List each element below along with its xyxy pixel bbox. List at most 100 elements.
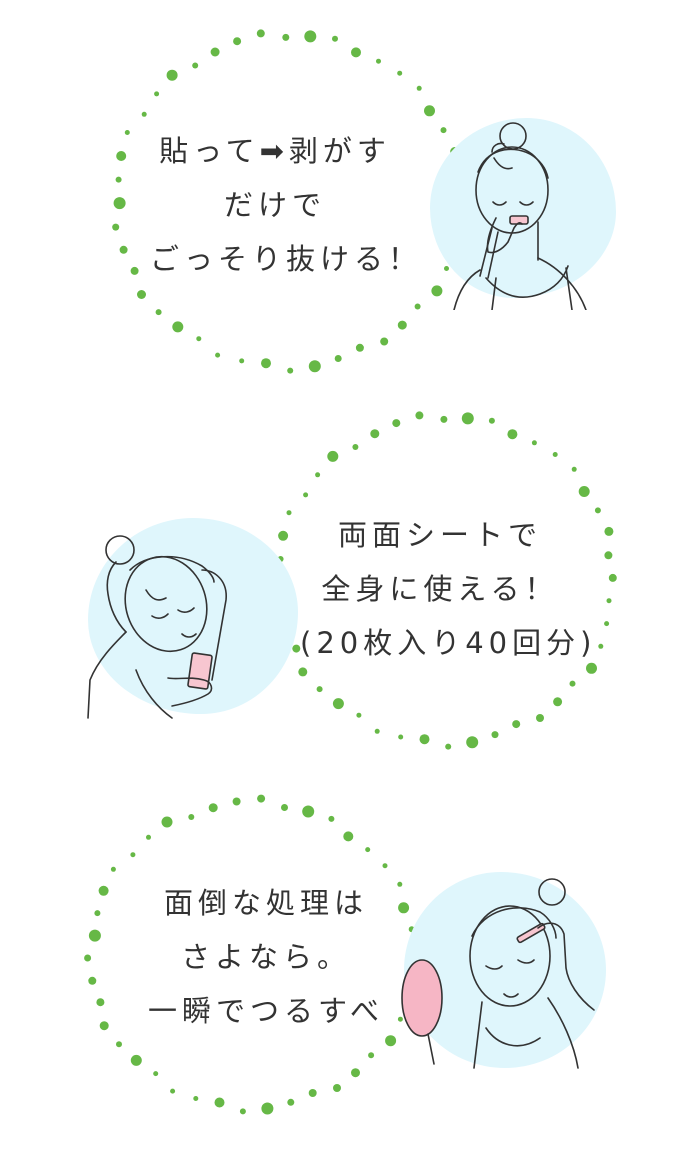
decorative-dot — [257, 794, 266, 803]
decorative-dot — [96, 998, 105, 1007]
decorative-dot — [332, 698, 344, 710]
decorative-dot — [569, 680, 576, 687]
feature-line: さよなら。 — [180, 940, 351, 974]
feature-line: 面倒な処理は — [163, 886, 368, 920]
decorative-dot — [431, 285, 443, 297]
decorative-dot — [239, 1108, 246, 1115]
decorative-dot — [84, 954, 92, 962]
decorative-dot — [119, 245, 128, 254]
decorative-dot — [208, 803, 218, 813]
decorative-dot — [552, 452, 558, 457]
decorative-dot — [419, 734, 430, 745]
decorative-dot — [153, 1071, 159, 1077]
decorative-dot — [332, 35, 338, 42]
feature-line: だけで — [223, 188, 326, 222]
decorative-dot — [370, 429, 380, 439]
decorative-dot — [351, 1068, 360, 1078]
decorative-dot — [88, 976, 97, 985]
feature-text-3: 面倒な処理は さよなら。 一瞬でつるすべ — [136, 876, 396, 1038]
decorative-dot — [298, 667, 308, 677]
feature-text-2: 両面シートで 全身に使える！ (20枚入り40回分) — [300, 508, 597, 670]
decorative-dot — [116, 151, 127, 161]
decorative-dot — [287, 1098, 295, 1106]
decorative-dot — [154, 91, 160, 97]
decorative-dot — [352, 444, 359, 450]
decorative-dot — [578, 486, 590, 497]
decorative-dot — [113, 197, 126, 210]
decorative-dot — [261, 1102, 274, 1115]
decorative-dot — [172, 321, 184, 333]
decorative-dot — [604, 621, 610, 627]
decorative-dot — [141, 111, 147, 117]
decorative-dot — [161, 816, 173, 828]
woman-applying-strip-to-upper-lip-icon — [453, 122, 587, 310]
feature-line: (20枚入り40回分) — [300, 626, 597, 660]
decorative-dot — [424, 105, 435, 117]
decorative-dot — [376, 58, 381, 64]
decorative-dot — [397, 320, 407, 330]
decorative-dot — [397, 1016, 403, 1022]
decorative-dot — [414, 303, 421, 310]
decorative-dot — [382, 863, 388, 869]
decorative-dot — [292, 644, 301, 653]
decorative-dot — [327, 450, 339, 462]
decorative-dot — [507, 429, 518, 440]
decorative-dot — [261, 358, 271, 369]
decorative-dot — [488, 417, 495, 424]
decorative-dot — [491, 731, 499, 739]
decorative-dot — [302, 805, 315, 818]
decorative-dot — [110, 866, 116, 872]
decorative-dot — [210, 47, 220, 57]
woman-with-hand-mirror-applying-strip-to-brow-icon — [401, 878, 595, 1069]
decorative-dot — [214, 1097, 225, 1108]
decorative-dot — [365, 847, 371, 853]
decorative-dot — [308, 360, 321, 373]
decorative-dot — [130, 1054, 142, 1066]
decorative-dot — [98, 885, 109, 896]
decorative-dot — [444, 266, 449, 271]
decorative-dot — [466, 736, 479, 749]
decorative-dot — [553, 697, 563, 707]
decorative-dot — [606, 598, 612, 604]
decorative-dot — [445, 743, 452, 750]
decorative-dot — [398, 734, 404, 740]
feature-section-3: 面倒な処理は さよなら。 一瞬でつるすべ — [0, 780, 700, 1164]
background-blob — [430, 118, 616, 298]
decorative-dot — [604, 551, 613, 560]
decorative-dot — [397, 70, 403, 76]
decorative-dot — [188, 814, 195, 820]
decorative-dot — [308, 1089, 317, 1097]
dotted-circle-decoration — [112, 29, 463, 374]
decorative-dot — [586, 662, 597, 674]
feature-line: 貼って➡剥がす — [159, 134, 391, 168]
decorative-dot — [333, 1084, 341, 1092]
decorative-dot — [116, 1041, 122, 1048]
decorative-dot — [380, 337, 389, 346]
background-blob — [404, 872, 606, 1068]
decorative-dot — [287, 367, 294, 374]
feature-line: 全身に使える！ — [321, 572, 559, 606]
decorative-dot — [368, 1052, 375, 1059]
decorative-dot — [282, 33, 290, 41]
decorative-dot — [278, 530, 289, 541]
decorative-dot — [356, 712, 362, 718]
decorative-dot — [531, 440, 537, 446]
decorative-dot — [374, 728, 380, 734]
decorative-dot — [571, 466, 577, 472]
decorative-dot — [604, 526, 614, 536]
decorative-dot — [415, 411, 424, 420]
decorative-dot — [88, 929, 101, 942]
decorative-dot — [343, 831, 354, 842]
decorative-dot — [416, 85, 422, 91]
decorative-dot — [192, 62, 199, 69]
decorative-dot — [196, 336, 202, 342]
decorative-dot — [351, 47, 361, 58]
feature-text-1: 貼って➡剥がす だけで ごっそり抜ける！ — [150, 124, 417, 286]
decorative-dot — [99, 1021, 109, 1031]
decorative-dot — [239, 358, 245, 364]
decorative-dot — [256, 29, 265, 38]
dotted-circle-decoration — [274, 411, 617, 750]
decorative-dot — [232, 797, 241, 806]
decorative-dot — [130, 852, 136, 858]
decorative-dot — [112, 223, 120, 231]
